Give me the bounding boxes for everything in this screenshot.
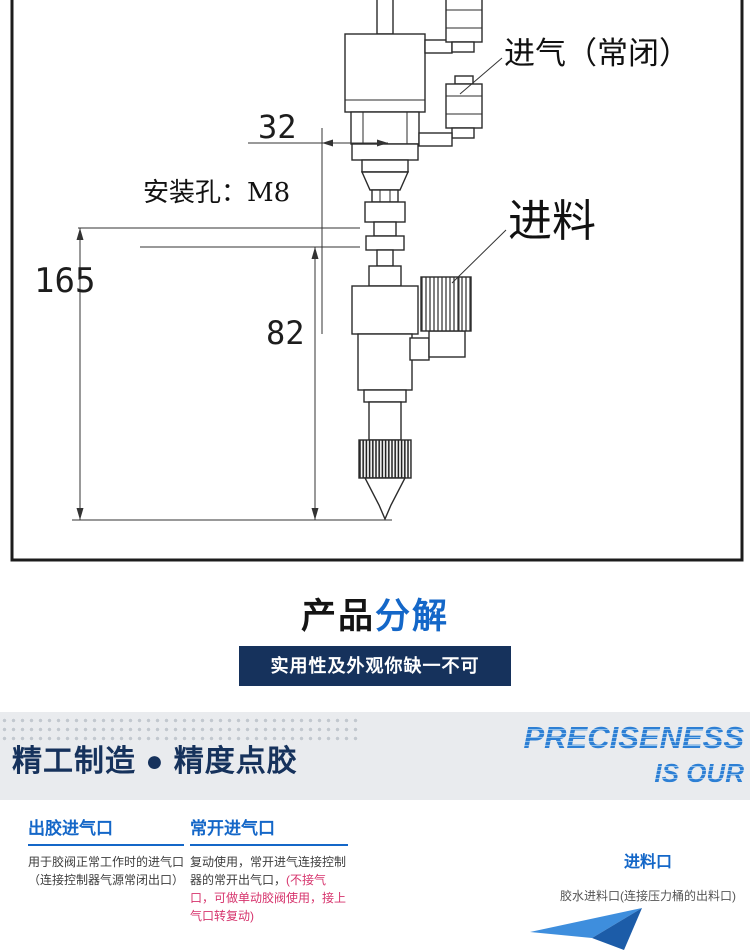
feed-label: 进料 <box>508 196 596 247</box>
dim-32-label: 32 <box>258 108 297 146</box>
valve-mid-stack <box>351 143 419 287</box>
halftone-dots-decoration <box>0 716 360 742</box>
mounting-hole-label: 安装孔：M8 <box>143 178 290 208</box>
dim-165-label: 165 <box>34 261 95 301</box>
section-title-part2: 分解 <box>375 597 450 636</box>
feed-fitting <box>409 276 472 361</box>
normally-open-air-port-column: 常开进气口 复动使用，常开进气连接控制器的常开出气口，(不接气口，可做单动胶阀使… <box>190 814 348 925</box>
desc-normal-part: 复动使用，常开进气连接控制器的常开出气口， <box>190 855 347 887</box>
title-underline <box>28 844 184 846</box>
feed-port-desc: 胶水进料口(连接压力桶的出料口) <box>560 889 736 903</box>
glue-air-port-desc: 用于胶阀正常工作时的进气口（连接控制器气源常闭出口） <box>28 855 185 887</box>
glue-air-port-column: 出胶进气口 用于胶阀正常工作时的进气口（连接控制器气源常闭出口） <box>28 814 184 889</box>
drawing-frame <box>10 0 744 562</box>
title-underline <box>190 844 348 846</box>
desc-highlight-part: (不接气口，可做单动胶阀使用，接上气口转复动) <box>190 873 347 923</box>
dimension-lines <box>72 57 507 521</box>
port-descriptions: 出胶进气口 用于胶阀正常工作时的进气口（连接控制器气源常闭出口） 常开进气口 复… <box>0 808 750 950</box>
normally-open-air-port-desc: 复动使用，常开进气连接控制器的常开出气口，(不接气口，可做单动胶阀使用，接上气口… <box>190 853 348 925</box>
air-inlet-label: 进气（常闭） <box>504 36 690 72</box>
technical-drawing: 32 安装孔：M8 165 82 进气（常闭） 进料 <box>10 0 744 562</box>
english-headline: PRECISENESS IS OUR <box>523 722 744 786</box>
section-title-product-breakdown: 产品分解 <box>0 588 750 639</box>
dim-82-label: 82 <box>266 314 305 352</box>
english-line-is-our: IS OUR <box>523 760 744 786</box>
feed-port-title: 进料口 <box>623 854 672 871</box>
english-line-preciseness: PRECISENESS <box>523 720 744 755</box>
blue-arrow-decoration <box>530 908 642 950</box>
valve-actuator-body <box>344 0 426 145</box>
feed-port-column: 进料口 胶水进料口(连接压力桶的出料口) <box>548 848 748 905</box>
valve-lower-body <box>351 285 419 441</box>
air-fitting-top <box>424 0 483 54</box>
section-title-part1: 产品 <box>300 597 375 636</box>
nozzle <box>358 439 412 521</box>
slogan-banner: 实用性及外观你缺一不可 <box>239 646 511 686</box>
air-fitting-bottom <box>418 75 483 147</box>
headline-precision-manufacturing: 精工制造 ● 精度点胶 <box>12 745 298 778</box>
glue-air-port-title: 出胶进气口 <box>28 819 113 838</box>
normally-open-air-port-title: 常开进气口 <box>190 819 275 838</box>
headline-band: 精工制造 ● 精度点胶 PRECISENESS IS OUR <box>0 712 750 800</box>
